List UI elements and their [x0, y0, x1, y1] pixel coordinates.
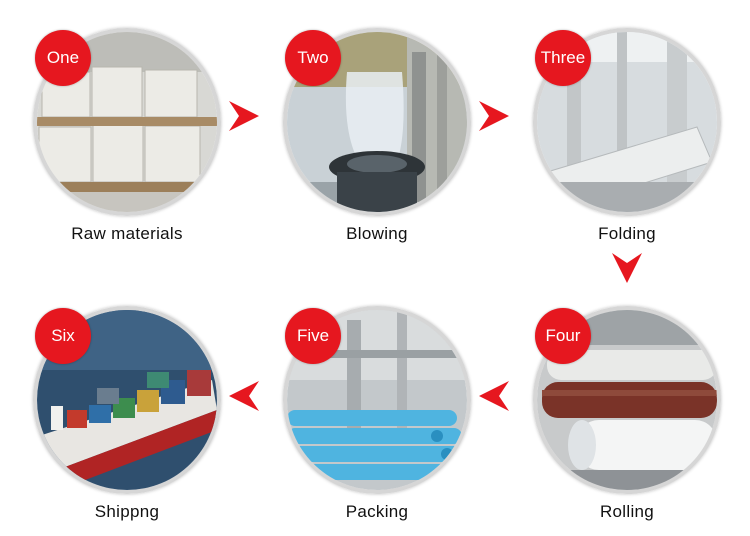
step-label: Rolling	[599, 502, 655, 521]
step-badge: Two	[285, 30, 341, 86]
step-badge: Five	[285, 308, 341, 364]
step-label: Packing	[345, 502, 409, 521]
step-badge: One	[35, 30, 91, 86]
step-rolling: Four Rolling	[533, 306, 723, 536]
step-label: Blowing	[346, 224, 408, 243]
step-raw-materials: One Raw materials	[33, 28, 223, 258]
step-label: Shippng	[94, 502, 160, 521]
step-packing: Five Packing	[283, 306, 473, 536]
arrow-right-icon	[479, 101, 509, 131]
arrow-left-icon	[479, 381, 509, 411]
step-shipping: Six Shippng	[33, 306, 223, 536]
step-blowing: Two Blowing	[283, 28, 473, 258]
step-folding: Three Folding	[533, 28, 723, 258]
packing-photo	[283, 306, 471, 494]
step-badge: Three	[535, 30, 591, 86]
step-badge: Four	[535, 308, 591, 364]
step-label: Raw materials	[71, 224, 183, 243]
step-badge: Six	[35, 308, 91, 364]
arrow-right-icon	[229, 101, 259, 131]
arrow-down-icon	[612, 253, 642, 283]
arrow-left-icon	[229, 381, 259, 411]
step-label: Folding	[598, 224, 656, 243]
